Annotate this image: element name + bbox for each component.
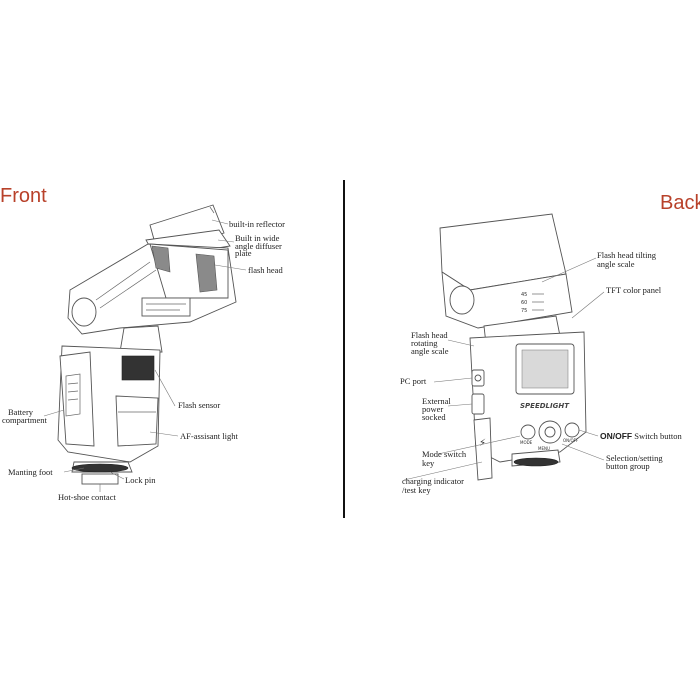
label-flash-sensor: Flash sensor xyxy=(178,400,221,410)
back-power-socket xyxy=(471,393,485,415)
tilt-scale-60: 60 xyxy=(521,300,527,306)
back-head-knob xyxy=(449,285,475,315)
label-af-light: AF-assisant light xyxy=(180,431,238,441)
label-battery-line2: compartment xyxy=(2,415,47,425)
front-lock-ring xyxy=(71,463,129,473)
label-manting-foot: Manting foot xyxy=(8,467,53,477)
label-select-line2: button group xyxy=(606,461,650,471)
label-charging-line1: charging indicator xyxy=(402,476,464,486)
front-hot-shoe xyxy=(81,473,119,485)
label-onoff-switch: ON/OFF Switch button xyxy=(600,432,682,441)
label-built-in-reflector: built-in reflector xyxy=(229,219,285,229)
label-rotate-line3: angle scale xyxy=(411,346,449,356)
tilt-scale-45: 45 xyxy=(521,292,527,298)
back-title: Back xyxy=(660,192,700,214)
label-battery-line1: Battery xyxy=(8,407,34,417)
label-tilt-line2: angle scale xyxy=(597,259,635,269)
back-onoff-key-text: ON/OFF xyxy=(563,438,579,443)
front-title: Front xyxy=(0,185,47,207)
back-tilt-scale: 45 60 75 xyxy=(521,292,544,314)
front-neck xyxy=(119,325,163,353)
front-flash-sensor xyxy=(121,355,155,381)
front-back-divider xyxy=(343,180,345,518)
label-mode-line1: Mode switch xyxy=(422,449,467,459)
tilt-scale-75: 75 xyxy=(521,308,527,314)
back-tft-screen xyxy=(521,349,569,389)
back-leader-lines xyxy=(403,257,605,481)
back-mode-button xyxy=(520,424,536,440)
back-mode-key-text: MODE xyxy=(520,440,533,445)
label-rotate-line1: Flash head xyxy=(411,330,448,340)
back-selection-center xyxy=(544,426,556,438)
label-flash-head: flash head xyxy=(248,265,283,275)
back-menu-key-text: MENU xyxy=(538,446,550,451)
front-leader-lines xyxy=(43,219,247,492)
label-diffuser-line2: angle diffuser xyxy=(235,241,282,251)
label-onoff-bold: ON/OFF xyxy=(600,431,633,441)
label-onoff-rest: Switch button xyxy=(632,431,682,441)
front-window-shade-left xyxy=(151,245,171,273)
label-power-line3: socked xyxy=(422,412,446,422)
label-tilt-line1: Flash head tilting xyxy=(597,250,657,260)
label-power-line1: External xyxy=(422,396,451,406)
front-af-light xyxy=(115,395,159,447)
back-lock-ring xyxy=(513,457,559,467)
label-diffuser-line1: Built in wide xyxy=(235,233,280,243)
back-brand-text: SPEEDLIGHT xyxy=(520,402,570,410)
label-select-line1: Selection/setting xyxy=(606,453,663,463)
label-diffuser-line3: plate xyxy=(235,248,252,258)
label-mode-line2: key xyxy=(422,458,435,468)
label-lock-pin: Lock pin xyxy=(125,475,156,485)
back-charging-cover xyxy=(473,417,493,481)
front-head-plate xyxy=(141,297,191,317)
label-power-line2: power xyxy=(422,404,444,414)
back-test-glyph: ⚡ xyxy=(479,438,486,449)
label-charging-line2: /test key xyxy=(402,485,431,495)
front-head-knob xyxy=(71,297,97,327)
front-flash-unit xyxy=(57,204,237,485)
front-window-shade xyxy=(195,253,218,293)
label-rotate-line2: rotating xyxy=(411,338,438,348)
back-flash-unit: 45 60 75 SPEEDLIGHT ⚡ xyxy=(439,213,587,481)
label-tft-panel: TFT color panel xyxy=(606,285,662,295)
label-hot-shoe-contact: Hot-shoe contact xyxy=(58,492,116,502)
back-onoff-button xyxy=(564,422,580,438)
label-pc-port: PC port xyxy=(400,376,427,386)
